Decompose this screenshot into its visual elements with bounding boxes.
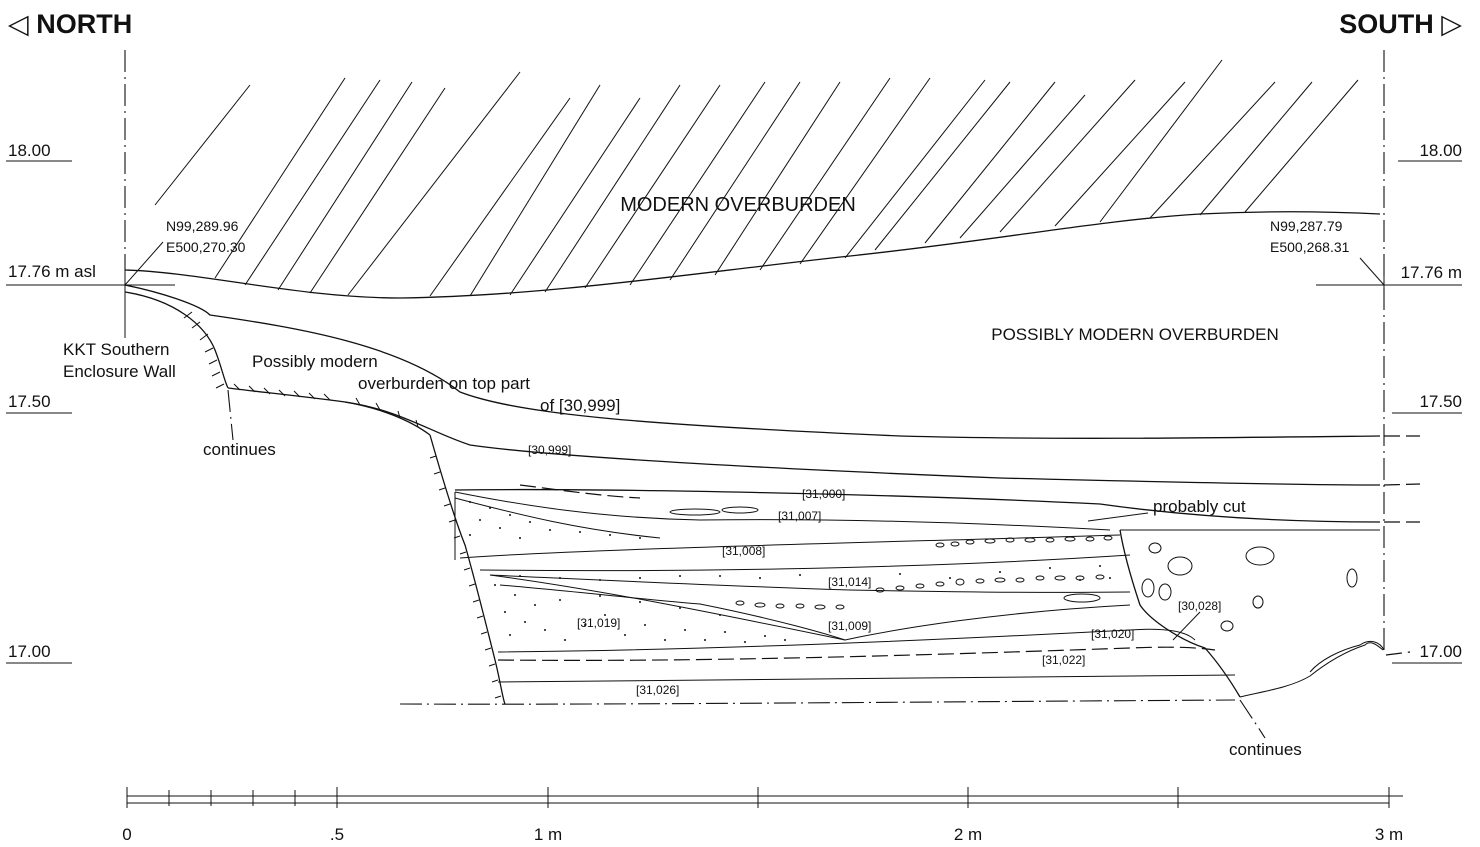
coordinate-northing: N99,287.79: [1270, 218, 1343, 234]
elevation-label: 17.50: [1419, 392, 1462, 411]
wall-label-line1: KKT Southern: [63, 340, 169, 359]
context-label: [31,009]: [828, 619, 871, 633]
context-label: [31,026]: [636, 683, 679, 697]
sand-stipple: [469, 501, 1111, 643]
pebble-inclusions: [669, 506, 1385, 673]
scale-bar: 0 .5 1 m 2 m 3 m: [122, 787, 1403, 844]
elevation-label: 17.00: [1419, 642, 1462, 661]
context-label: [31,014]: [828, 575, 871, 589]
context-labels: [30,999] [31,000] [31,007] [31,008] [31,…: [528, 443, 1221, 697]
possibly-modern-overburden-label: POSSIBLY MODERN OVERBURDEN: [991, 325, 1279, 344]
scale-tick-label: 3 m: [1375, 825, 1403, 844]
south-datum-point: N99,287.79 E500,268.31: [1270, 218, 1385, 305]
possibly-modern-label-line3: of [30,999]: [540, 396, 620, 415]
context-label: [31,019]: [577, 616, 620, 630]
context-label: [30,999]: [528, 443, 571, 457]
north-datum-point: N99,289.96 E500,270.30: [124, 218, 246, 338]
stratigraphic-boundaries: [124, 211, 1421, 739]
elevation-label: 18.00: [1419, 141, 1462, 160]
scale-tick-label: 2 m: [954, 825, 982, 844]
wall-label-line2: Enclosure Wall: [63, 362, 176, 381]
elevation-label: 18.00: [8, 141, 51, 160]
context-label: [31,008]: [722, 544, 765, 558]
south-direction-label: SOUTH ▷: [1339, 9, 1462, 39]
modern-overburden-hatching: [154, 59, 1359, 297]
north-direction-label: ◁ NORTH: [7, 9, 132, 39]
scale-tick-label: 1 m: [534, 825, 562, 844]
modern-overburden-label: MODERN OVERBURDEN: [620, 194, 856, 216]
elevation-label: 17.76 m: [1401, 263, 1462, 282]
wall-face-hatching: [183, 311, 502, 699]
probably-cut-label: probably cut: [1153, 497, 1246, 516]
context-label: [31,007]: [778, 509, 821, 523]
coordinate-easting: E500,268.31: [1270, 239, 1350, 255]
possibly-modern-label-line1: Possibly modern: [252, 352, 378, 371]
elevation-label: 17.50: [8, 392, 51, 411]
context-label: [30,028]: [1178, 599, 1221, 613]
continues-label: continues: [1229, 740, 1302, 759]
scale-tick-label: .5: [330, 825, 344, 844]
continues-label: continues: [203, 440, 276, 459]
context-label: [31,020]: [1091, 627, 1134, 641]
possibly-modern-label-line2: overburden on top part: [358, 374, 530, 393]
coordinate-easting: E500,270.30: [166, 239, 246, 255]
elevation-scale-right: 18.00 17.76 m 17.50 17.00: [1316, 141, 1462, 664]
elevation-scale-left: 18.00 17.76 m asl 17.50 17.00: [6, 141, 175, 664]
elevation-label: 17.00: [8, 642, 51, 661]
coordinate-northing: N99,289.96: [166, 218, 239, 234]
context-label: [31,000]: [802, 487, 845, 501]
context-label: [31,022]: [1042, 653, 1085, 667]
scale-tick-label: 0: [122, 825, 131, 844]
elevation-label: 17.76 m asl: [8, 262, 96, 281]
